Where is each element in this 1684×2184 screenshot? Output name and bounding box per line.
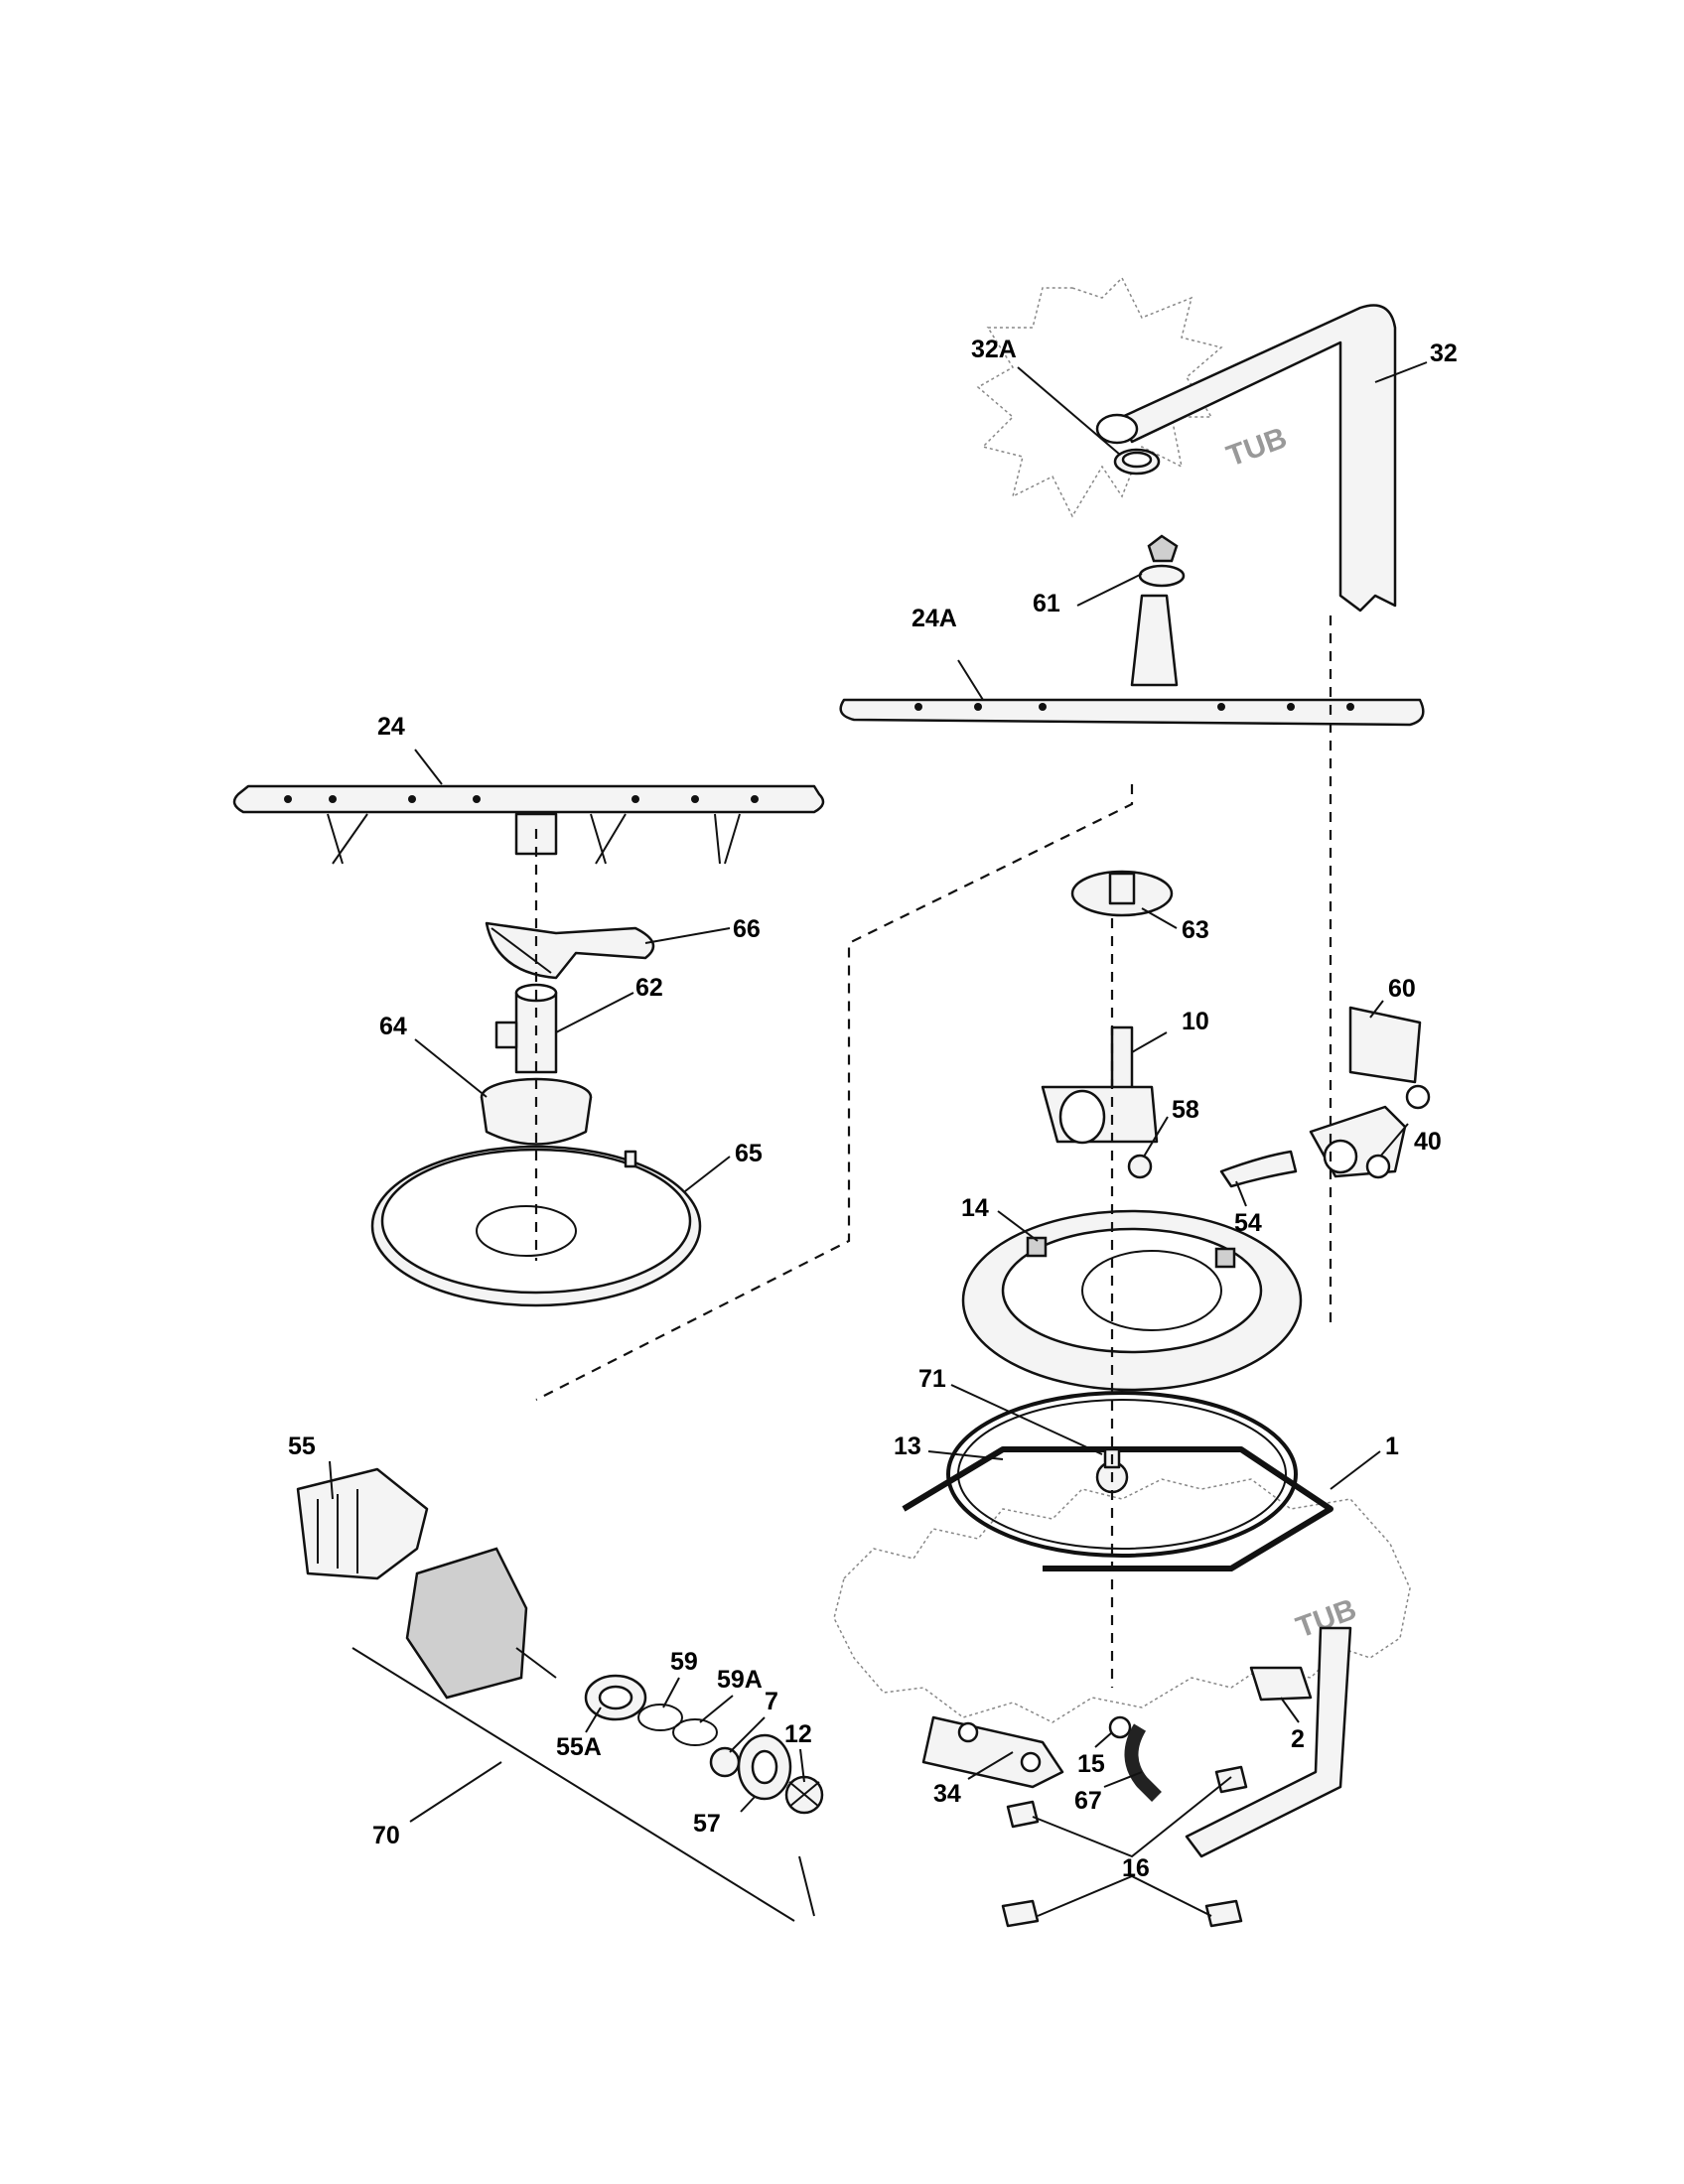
callout-32a: 32A: [971, 336, 1017, 363]
part-58-ball: [1127, 1154, 1153, 1179]
callout-64: 64: [379, 1013, 407, 1040]
upper-tub-section: TUB: [976, 276, 1291, 518]
part-66-shield: [485, 921, 655, 980]
callout-63: 63: [1182, 916, 1209, 944]
callout-10: 10: [1182, 1008, 1209, 1035]
callout-61: 61: [1033, 590, 1060, 617]
part-15-grommet: [1108, 1715, 1132, 1739]
callout-62: 62: [635, 974, 663, 1002]
callout-70: 70: [372, 1822, 400, 1849]
callout-7: 7: [765, 1688, 778, 1715]
part-70-motor: [405, 1547, 557, 1700]
part-40-clamps: [1365, 1084, 1431, 1179]
callout-15: 15: [1077, 1750, 1105, 1778]
part-2-bracket: [1249, 1666, 1313, 1702]
callout-55: 55: [288, 1433, 316, 1460]
callout-58: 58: [1172, 1096, 1199, 1124]
callout-57: 57: [693, 1810, 721, 1838]
part-59a-o-ring: [672, 1718, 718, 1746]
part-61-nut: [1138, 534, 1186, 588]
part-16-brackets: [1001, 1765, 1248, 1928]
callout-2: 2: [1291, 1725, 1305, 1753]
callout-65: 65: [735, 1140, 763, 1167]
tub-label-upper: TUB: [1222, 421, 1291, 473]
callout-14: 14: [961, 1194, 989, 1222]
callout-40: 40: [1414, 1128, 1442, 1156]
part-54-inlet-hose: [1219, 1150, 1298, 1188]
part-24a-upper-spray-arm: [839, 594, 1425, 727]
part-12-chopper: [784, 1775, 824, 1815]
callout-24: 24: [377, 713, 405, 741]
part-24-lower-spray-arm: [232, 784, 825, 865]
part-60-water-valve: [1309, 1006, 1422, 1178]
callout-32: 32: [1430, 340, 1458, 367]
part-63-top-cap: [1070, 870, 1174, 917]
part-7-impeller: [709, 1746, 741, 1778]
part-1-heater: [902, 1446, 1333, 1571]
callout-34: 34: [933, 1780, 961, 1808]
callout-12: 12: [784, 1720, 812, 1748]
part-70-bracket-line: [351, 1647, 815, 1922]
part-62-tube: [494, 983, 558, 1074]
callout-66: 66: [733, 915, 761, 943]
part-55-motor-bracket: [296, 1467, 429, 1580]
callout-67: 67: [1074, 1787, 1102, 1815]
leader-lines: [329, 361, 1428, 1917]
part-55a-housing: [584, 1674, 647, 1721]
drain-tube: [1185, 1626, 1352, 1858]
callout-13: 13: [894, 1433, 921, 1460]
part-34-gasket: [921, 1715, 1064, 1789]
callout-71: 71: [918, 1365, 946, 1393]
part-67-drain-hose: [1124, 1723, 1162, 1802]
callout-16: 16: [1122, 1854, 1150, 1882]
callout-24a: 24A: [912, 605, 957, 632]
callout-60: 60: [1388, 975, 1416, 1003]
callout-54: 54: [1234, 1209, 1262, 1237]
part-57-pump-housing: [737, 1733, 792, 1801]
callout-59: 59: [670, 1648, 698, 1676]
callout-1: 1: [1385, 1433, 1399, 1460]
part-59-o-ring: [637, 1704, 683, 1731]
part-10-tower: [1041, 1025, 1159, 1145]
part-32a-grommet: [1113, 448, 1161, 476]
callout-55a: 55A: [556, 1733, 602, 1761]
callout-labels: 32A 32 61 24A 24 66 63 62 60 64 10 58 65…: [288, 336, 1458, 1882]
part-14-sump: [961, 1209, 1303, 1392]
callout-59a: 59A: [717, 1666, 763, 1694]
part-32-supply-tube: [1095, 304, 1397, 613]
